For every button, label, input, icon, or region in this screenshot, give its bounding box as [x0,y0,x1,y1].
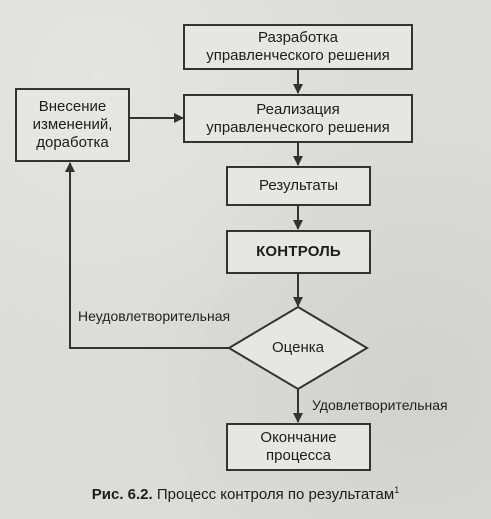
node-changes: Внесение изменений, доработка [15,88,130,162]
node-implementation: Реализация управленческого решения [183,94,413,143]
edge-label-satisfactory: Удовлетворительная [312,397,448,413]
node-end: Окончание процесса [226,423,371,471]
node-results: Результаты [226,166,371,206]
edge-label-unsatisfactory: Неудовлетворительная [78,308,231,324]
caption-number: Рис. 6.2. [91,486,153,503]
node-control: КОНТРОЛЬ [226,230,371,274]
caption-footnote: 1 [394,485,400,495]
node-evaluation: Оценка [272,339,324,356]
node-development: Разработка управленческого решения [183,24,413,70]
arrow-evaluation-to-changes [65,162,229,349]
caption-text: Процесс контроля по результатам [156,486,395,503]
figure-caption: Рис. 6.2. Процесс контроля по результата… [0,485,491,503]
